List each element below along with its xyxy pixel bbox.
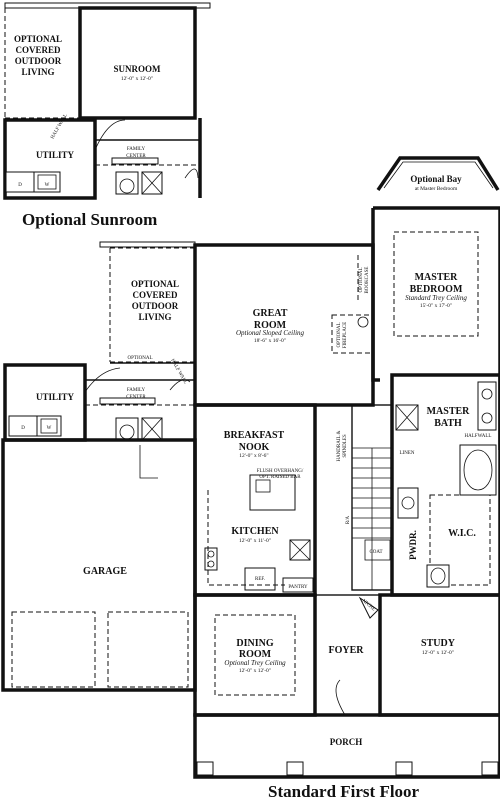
- sunroom-detail-family-center-line2: CENTER: [126, 154, 146, 159]
- outdoor-living-line3: OUTDOOR: [132, 301, 179, 311]
- breakfast-nook-label-line2: NOOK: [239, 442, 270, 453]
- optional-bay-label: Optional Bay: [410, 174, 462, 184]
- washer-label: W: [47, 426, 52, 431]
- family-center-line1: FAMILY: [127, 388, 146, 393]
- master-bedroom-sub: Standard Trey Ceiling: [405, 294, 467, 302]
- refrigerator-label: REF.: [255, 577, 265, 582]
- wic-label: W.I.C.: [448, 528, 476, 539]
- sunroom-detail-family-center-line1: FAMILY: [127, 147, 146, 152]
- sunroom-detail-outdoor-living-line3: OUTDOOR: [15, 56, 62, 66]
- return-air-label: R/A: [346, 515, 351, 524]
- optional-sunroom-title: Optional Sunroom: [22, 210, 157, 229]
- sunroom-dimensions: 12'-0" x 12'-0": [121, 76, 153, 82]
- pantry-label: PANTRY: [288, 585, 308, 590]
- outdoor-living-line4: LIVING: [138, 312, 171, 322]
- sunroom-detail-outdoor-living-line4: LIVING: [21, 67, 54, 77]
- great-room-dimensions: 18'-6" x 16'-0": [254, 338, 286, 344]
- family-center-line2: CENTER: [126, 395, 146, 400]
- optional-sunroom-detail: [3, 2, 211, 200]
- dining-room-label-line2: ROOM: [239, 649, 272, 660]
- optional-label: OPTIONAL: [128, 356, 153, 361]
- kitchen-dimensions: 12'-0" x 11'-0": [239, 538, 271, 544]
- optional-bay-outline: [376, 156, 500, 191]
- breakfast-nook-dimensions: 12'-0" x 8'-6": [239, 453, 268, 459]
- master-bedroom-label-line2: BEDROOM: [410, 284, 463, 295]
- foyer-label: FOYER: [329, 645, 365, 656]
- master-bedroom-dimensions: 15'-0" x 17'-0": [420, 303, 452, 309]
- dining-room-dimensions: 12'-0" x 12'-0": [239, 668, 271, 674]
- sunroom-detail-washer: W: [45, 183, 50, 188]
- study-label: STUDY: [421, 638, 456, 649]
- sunroom-detail-dryer: D: [18, 183, 22, 188]
- kitchen-label: KITCHEN: [231, 526, 279, 537]
- optional-fireplace-line1: OPTIONAL: [337, 323, 342, 348]
- handrail-line2: SPINDLES: [343, 434, 348, 458]
- dining-room-sub: Optional Trey Ceiling: [224, 659, 286, 667]
- outdoor-living-line1: OPTIONAL: [131, 279, 179, 289]
- great-room-label-line1: GREAT: [253, 308, 288, 319]
- utility-label: UTILITY: [36, 392, 75, 402]
- study-dimensions: 12'-0" x 12'-0": [422, 650, 454, 656]
- sunroom-detail-utility: UTILITY: [36, 150, 75, 160]
- master-bath-label-line2: BATH: [434, 418, 462, 429]
- outdoor-living-line2: COVERED: [132, 290, 178, 300]
- sunroom-label: SUNROOM: [114, 64, 162, 74]
- powder-room-label: PWDR.: [408, 530, 418, 560]
- great-room-label-line2: ROOM: [254, 320, 287, 331]
- linen-label: LINEN: [400, 451, 415, 456]
- great-room-sub: Optional Sloped Ceiling: [236, 329, 305, 337]
- optional-bay-sub: at Master Bedroom: [415, 186, 458, 192]
- breakfast-nook-label-line1: BREAKFAST: [224, 430, 285, 441]
- sunroom-detail-half-wall: HALF WALL: [50, 113, 68, 140]
- handrail-line1: HANDRAIL &: [337, 430, 342, 461]
- halfwall-label: HALFWALL: [465, 434, 492, 439]
- first-floor-walls: [1, 206, 500, 779]
- standard-first-floor-title: Standard First Floor: [268, 782, 420, 800]
- garage-label: GARAGE: [83, 566, 127, 577]
- dining-room-label-line1: DINING: [236, 638, 273, 649]
- master-bath-label-line1: MASTER: [427, 406, 471, 417]
- flush-overhang-line2: OPT. RAISED BAR: [259, 475, 301, 480]
- sunroom-detail-outdoor-living-line2: COVERED: [15, 45, 61, 55]
- master-bedroom-label-line1: MASTER: [415, 272, 459, 283]
- dryer-label: D: [21, 426, 25, 431]
- sunroom-detail-outdoor-living-line1: OPTIONAL: [14, 34, 62, 44]
- porch-label: PORCH: [330, 737, 363, 747]
- coat-label: COAT: [369, 550, 382, 555]
- optional-bookcase-line1: OPTIONAL: [359, 268, 364, 293]
- optional-bookcase-line2: BOOKCASE: [365, 267, 370, 294]
- optional-fireplace-line2: FIREPLACE: [343, 322, 348, 349]
- flush-overhang-line1: FLUSH OVERHANG/: [257, 469, 304, 474]
